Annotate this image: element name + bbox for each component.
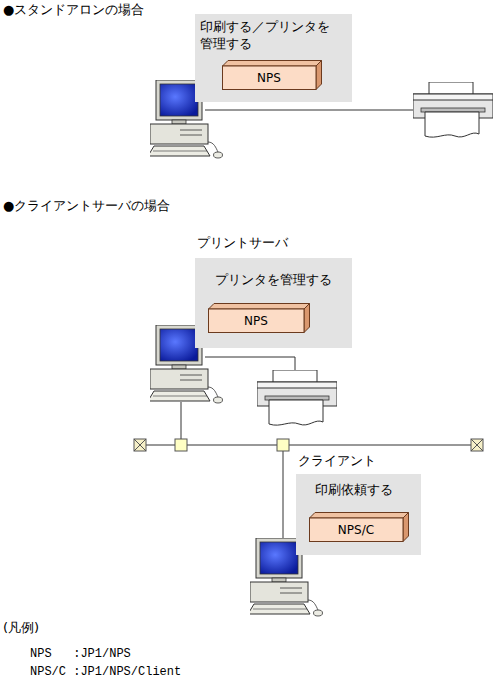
network-bus bbox=[140, 445, 477, 446]
function-panel: プリントサーバプリンタを管理するNPS bbox=[195, 258, 352, 348]
legend-entry: NPS/C :JP1/NPS/Client bbox=[30, 664, 181, 680]
printer bbox=[413, 82, 493, 137]
box-top-face bbox=[310, 513, 409, 519]
function-panel: 印刷する／プリンタを 管理する NPS bbox=[195, 14, 352, 102]
software-box: NPS bbox=[222, 60, 322, 90]
machine-heading: プリントサーバ bbox=[197, 234, 347, 251]
box-top-face bbox=[209, 304, 310, 310]
network-tap bbox=[277, 439, 289, 451]
function-panel: クライアント印刷依頼するNPS/C bbox=[296, 474, 421, 555]
network-drop bbox=[283, 445, 284, 542]
terminator-box bbox=[471, 439, 483, 451]
role-text: 印刷依頼する bbox=[315, 481, 419, 498]
machine-heading: クライアント bbox=[298, 452, 418, 469]
printer bbox=[257, 370, 337, 425]
box-front-face bbox=[209, 309, 305, 333]
legend-entry: NPS :JP1/NPS bbox=[30, 646, 131, 662]
box-front-face bbox=[223, 66, 317, 90]
legend-heading: (凡例) bbox=[3, 620, 39, 636]
software-box: NPS bbox=[208, 303, 310, 333]
product-name: NPS/C bbox=[309, 518, 403, 542]
section-heading: ●スタンドアロンの場合 bbox=[3, 2, 144, 18]
cable bbox=[205, 110, 415, 111]
terminator-cross bbox=[134, 439, 146, 451]
role-text: 印刷する／プリンタを 管理する bbox=[200, 18, 334, 52]
bus-terminator bbox=[134, 439, 146, 451]
software-box: NPS/C bbox=[309, 512, 409, 542]
box-front-face bbox=[310, 518, 404, 542]
box-side-face bbox=[304, 304, 310, 333]
box-side-face bbox=[316, 61, 322, 90]
bus-terminator bbox=[471, 439, 483, 451]
product-name: NPS bbox=[208, 309, 304, 333]
terminator-cross bbox=[471, 439, 483, 451]
section-heading: ●クライアントサーバの場合 bbox=[3, 198, 170, 214]
role-text: プリンタを管理する bbox=[215, 271, 349, 288]
product-name: NPS bbox=[222, 66, 316, 90]
terminator-box bbox=[134, 439, 146, 451]
network-tap bbox=[175, 439, 187, 451]
box-side-face bbox=[403, 513, 409, 542]
box-top-face bbox=[223, 61, 322, 67]
